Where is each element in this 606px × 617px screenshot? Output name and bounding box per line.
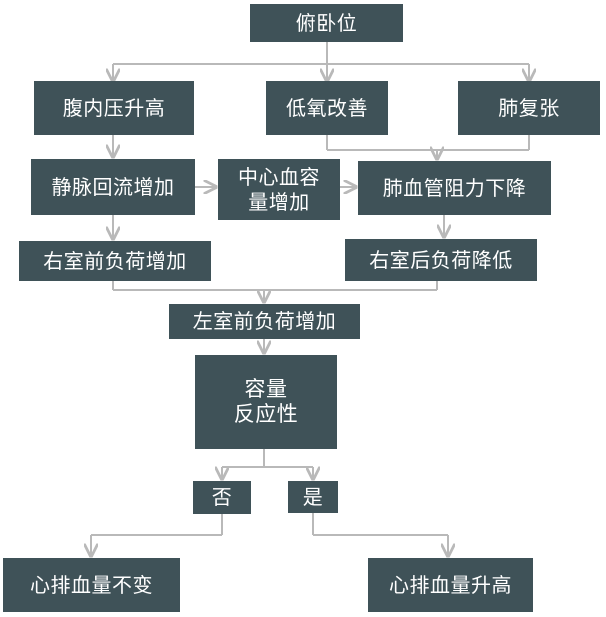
node-hypoxemia-improvement: 低氧改善 xyxy=(266,81,388,135)
node-prone-position: 俯卧位 xyxy=(250,4,403,42)
node-central-blood-volume: 中心血容 量增加 xyxy=(218,159,340,220)
node-fluid-responsiveness: 容量 反应性 xyxy=(195,355,337,449)
node-rv-preload: 右室前负荷增加 xyxy=(19,241,211,281)
node-pulmonary-resistance: 肺血管阻力下降 xyxy=(358,161,551,215)
node-abdominal-pressure: 腹内压升高 xyxy=(34,81,194,135)
node-cardiac-output-unchanged: 心排血量不变 xyxy=(3,558,180,612)
node-rv-afterload: 右室后负荷降低 xyxy=(345,239,537,281)
node-no: 否 xyxy=(193,481,251,514)
node-lv-preload: 左室前负荷增加 xyxy=(169,304,360,339)
node-cardiac-output-increase: 心排血量升高 xyxy=(368,558,533,612)
node-venous-return: 静脉回流增加 xyxy=(31,159,195,215)
node-yes: 是 xyxy=(288,481,338,513)
node-lung-reexpansion: 肺复张 xyxy=(458,81,600,135)
